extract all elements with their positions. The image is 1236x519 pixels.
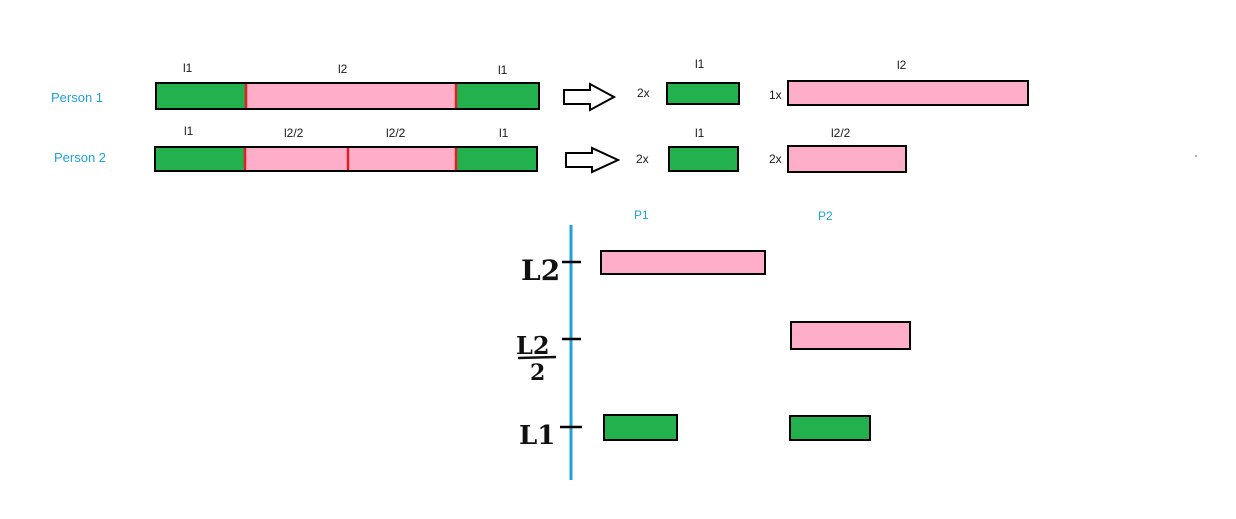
col-label-p2: P2 (818, 209, 833, 223)
tick-label-l2half-den: 2 (530, 360, 545, 386)
p1-result-l2-block (787, 80, 1029, 106)
p1-result-mult1: 2x (637, 86, 650, 100)
tick-label-l2half-num: L2 (516, 331, 550, 360)
p2-result-label1: l1 (695, 126, 705, 140)
p1-l1-bar (603, 414, 678, 441)
p2-segment-l2half-1 (244, 146, 349, 172)
p1-seg-label-l1-right: l1 (498, 63, 508, 77)
p2-l1-bar (789, 415, 871, 441)
p2-result-mult2: 2x (769, 152, 782, 166)
p1-segment-l1-left (155, 82, 247, 110)
p1-segment-l1-right (455, 82, 540, 110)
p2-segment-l1-right (455, 146, 538, 172)
p2-result-label2: l2/2 (831, 126, 851, 140)
p1-result-label2: l2 (897, 58, 907, 72)
p2-result-mult1: 2x (636, 152, 649, 166)
person2-label: Person 2 (54, 150, 106, 165)
p2-seg-label-l1-right: l1 (499, 126, 509, 140)
p2-segment-l1-left (154, 146, 246, 172)
fraction-bar (517, 355, 557, 360)
stray-dot (1195, 155, 1197, 157)
p1-seg-label-l1-left: l1 (183, 61, 193, 75)
p2-seg-label-l1-left: l1 (184, 124, 194, 138)
tick-label-l2: L2 (521, 254, 560, 287)
p2-segment-l2half-2 (347, 146, 457, 172)
p2-seg-label-l2half-1: l2/2 (284, 126, 304, 140)
p1-result-mult2: 1x (769, 88, 782, 102)
p2-l2half-bar (790, 321, 911, 350)
p1-result-label1: l1 (695, 57, 705, 71)
p1-result-l1-block (666, 82, 740, 105)
p2-result-l1-block (668, 146, 739, 172)
p1-segment-l2 (245, 82, 457, 110)
p1-arrow-icon (563, 82, 617, 112)
p2-arrow-icon (565, 146, 621, 174)
p1-l2-bar (600, 250, 766, 275)
p2-seg-label-l2half-2: l2/2 (386, 126, 406, 140)
col-label-p1: P1 (634, 208, 649, 222)
p1-seg-label-l2: l2 (338, 62, 348, 76)
tick-label-l1: L1 (519, 421, 555, 451)
person1-label: Person 1 (51, 90, 103, 105)
p2-result-l2half-block (787, 145, 907, 173)
